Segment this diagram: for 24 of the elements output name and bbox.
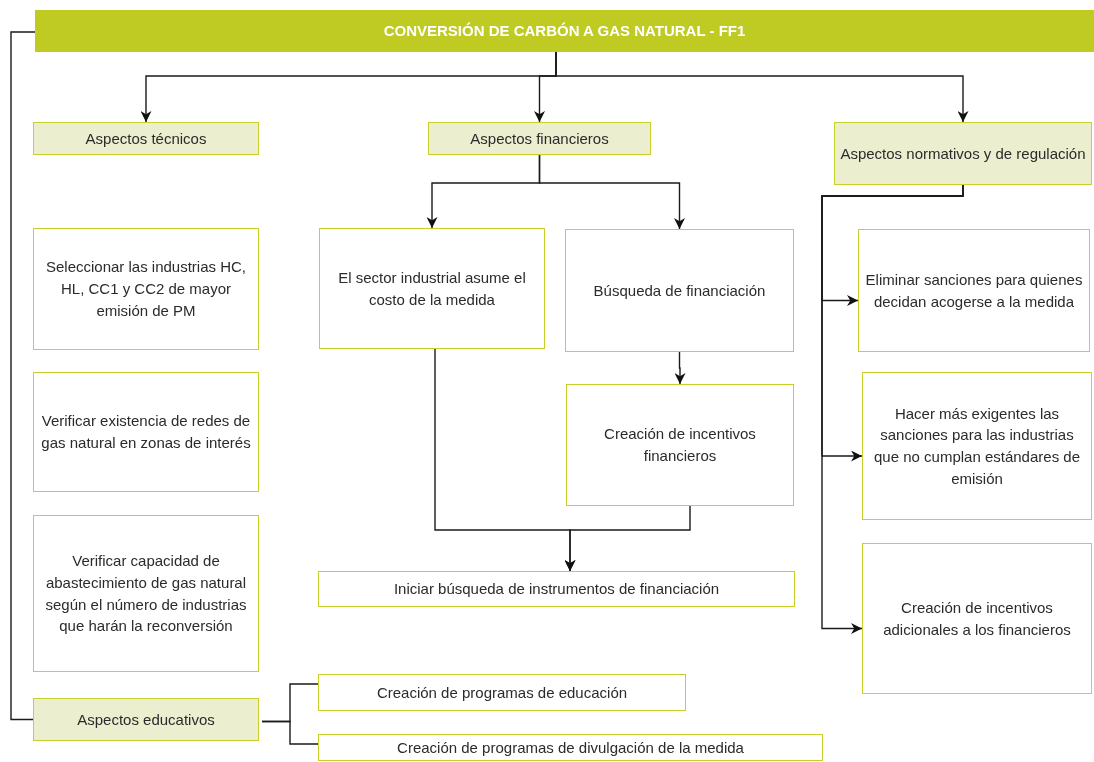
arrow: [564, 505, 691, 572]
process-box: Creación de programas de divulgación de la medida: [318, 734, 823, 761]
arrow: [538, 154, 685, 230]
connector-line: [10, 31, 36, 721]
process-box: Eliminar sanciones para quienes decidan acogerse a la medida: [858, 229, 1090, 352]
arrow: [555, 51, 969, 123]
category-box: Aspectos educativos: [33, 698, 259, 741]
category-box: Aspectos financieros: [428, 122, 651, 155]
process-box: Iniciar búsqueda de instrumentos de financiación: [318, 571, 795, 607]
process-box: Creación de incentivos adicionales a los financieros: [862, 543, 1092, 694]
process-box: Seleccionar las industrias HC, HL, CC1 y CC2 de mayor emisión de PM: [33, 228, 259, 350]
process-box: Búsqueda de financiación: [565, 229, 794, 352]
process-box: Creación de programas de educación: [318, 674, 686, 711]
connector-line: [261, 720, 319, 745]
process-box: El sector industrial asume el costo de la medida: [319, 228, 545, 349]
arrow: [674, 351, 686, 385]
process-box: Creación de incentivos financieros: [566, 384, 794, 506]
category-box: Aspectos técnicos: [33, 122, 259, 155]
category-box: Aspectos normativos y de regulación: [834, 122, 1092, 185]
arrow: [821, 184, 964, 634]
process-box: Verificar capacidad de abastecimiento de gas natural según el número de industrias que harán la reconversión: [33, 515, 259, 672]
process-box: Verificar existencia de redes de gas natural en zonas de interés: [33, 372, 259, 492]
process-box: Hacer más exigentes las sanciones para las industrias que no cumplan estándares de emisión: [862, 372, 1092, 520]
title-bar: CONVERSIÓN DE CARBÓN A GAS NATURAL - FF1: [35, 10, 1094, 52]
